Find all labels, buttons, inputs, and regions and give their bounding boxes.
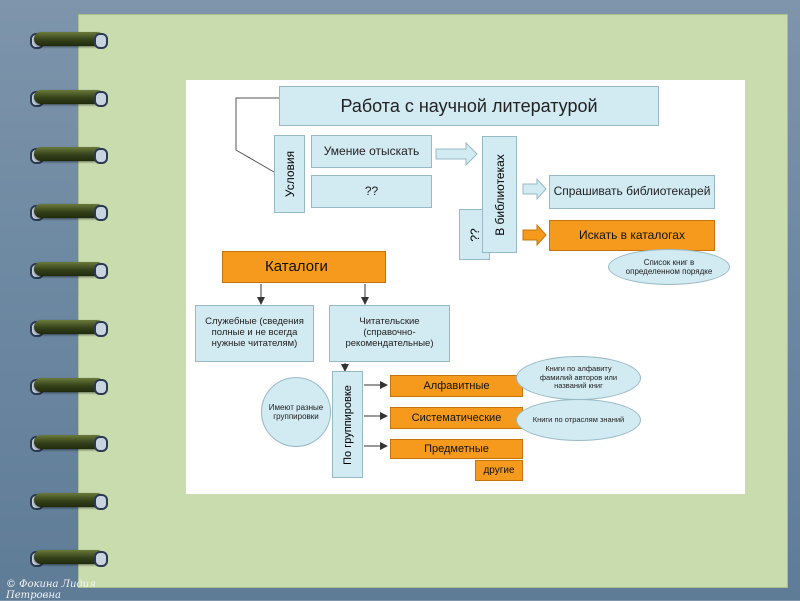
binding-ring [30, 200, 108, 222]
binding-ring [30, 546, 108, 568]
binding-ring [30, 86, 108, 108]
node-search-catalogs: Искать в каталогах [549, 220, 715, 251]
node-conditions: Условия [274, 135, 305, 213]
binding-ring [30, 28, 108, 50]
node-unknown-1: ?? [311, 175, 432, 208]
node-ask-librarians: Спрашивать библиотекарей [549, 175, 715, 209]
node-ability-find: Умение отыскать [311, 135, 432, 168]
node-subject: Предметные [390, 439, 523, 459]
node-catalogs: Каталоги [222, 251, 386, 283]
author-line-2: Петровна [6, 590, 96, 601]
diagram-panel: Работа с научной литературой Условия Уме… [186, 80, 745, 494]
binding-ring [30, 316, 108, 338]
note-alphabetical: Книги по алфавиту фамилий авторов или на… [516, 356, 641, 400]
node-readers: Читательские (справочно-рекомендательные… [329, 305, 450, 362]
binding-ring [30, 143, 108, 165]
node-service: Служебные (сведения полные и не всегда н… [195, 305, 314, 362]
note-groupings: Имеют разные группировки [261, 377, 331, 447]
node-other: другие [475, 460, 523, 481]
binding-ring [30, 258, 108, 280]
author-credit: © Фокина Лидия Петровна [6, 579, 96, 601]
binding-ring [30, 489, 108, 511]
note-book-list: Список книг в определенном порядке [608, 249, 730, 285]
binding-ring [30, 431, 108, 453]
author-line-1: © Фокина Лидия [6, 579, 96, 590]
note-systematic: Книги по отраслям знаний [516, 399, 641, 441]
diagram-title: Работа с научной литературой [279, 86, 659, 126]
node-alphabetical: Алфавитные [390, 375, 523, 397]
node-in-libraries: В библиотеках [482, 136, 517, 253]
node-by-grouping: По группировке [332, 371, 363, 478]
node-systematic: Систематические [390, 407, 523, 429]
binding-ring [30, 374, 108, 396]
